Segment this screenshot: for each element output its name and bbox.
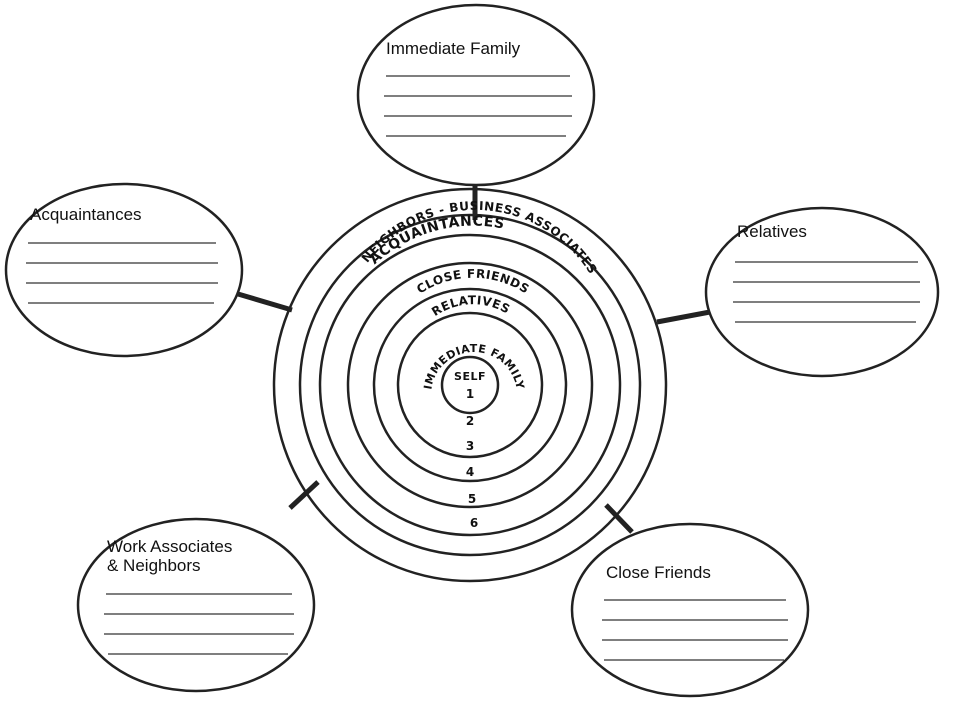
- ring-number-4: 4: [466, 465, 474, 479]
- ring-label-relatives: RELATIVES: [429, 293, 512, 319]
- bubble-close-friends: Close Friends: [570, 522, 810, 698]
- connector-work-associates: [288, 480, 320, 510]
- write-lines: [104, 593, 294, 655]
- ring-1: [440, 355, 500, 415]
- ring-number-3: 3: [466, 439, 474, 453]
- ring-label-neighbors-business: NEIGHBORS - BUSINESS ASSOCIATES: [359, 199, 600, 277]
- bubble-outline: [356, 3, 596, 187]
- bubble-outline: [4, 182, 244, 358]
- ring-3: [372, 287, 568, 483]
- connector-close-friends: [604, 503, 634, 534]
- bubble-acquaintances: Acquaintances: [4, 182, 244, 358]
- bubble-immediate-family: Immediate Family: [356, 3, 596, 187]
- ring-number-5: 5: [468, 492, 476, 506]
- connector-relatives: [656, 309, 711, 325]
- connectors: [237, 182, 711, 534]
- bubble-outline: [570, 522, 810, 698]
- ring-number-1: 1: [466, 387, 474, 401]
- write-lines: [602, 599, 788, 661]
- ring-number-2: 2: [466, 414, 474, 428]
- bubble-title: Relatives: [737, 222, 807, 241]
- bubble-title-line-1: Work Associates: [107, 537, 232, 556]
- bubble-work-associates: Work Associates & Neighbors: [76, 517, 316, 693]
- ring-label-immediate-family: IMMEDIATE FAMILY: [421, 342, 526, 391]
- bubble-outline: [76, 517, 316, 693]
- bubble-title: Close Friends: [606, 563, 711, 582]
- ring-5: [318, 233, 622, 537]
- bubble-outline: [704, 206, 940, 378]
- write-lines: [733, 261, 920, 323]
- ring-label-self: SELF: [454, 370, 486, 383]
- connector-acquaintances: [237, 291, 293, 313]
- ring-numbers: 1 2 3 4 5 6: [466, 387, 478, 530]
- concentric-rings: [272, 187, 668, 583]
- ring-number-6: 6: [470, 516, 478, 530]
- bubble-title-line-2: & Neighbors: [107, 556, 201, 575]
- ring-4: [346, 261, 594, 509]
- ring-2: [396, 311, 544, 459]
- write-lines: [384, 75, 572, 137]
- ring-6-inner: [298, 213, 642, 557]
- write-lines: [26, 242, 218, 304]
- ring-6-outer: [272, 187, 668, 583]
- bubble-title: Immediate Family: [386, 39, 521, 58]
- bubble-relatives: Relatives: [704, 206, 940, 378]
- bubble-title: Acquaintances: [30, 205, 142, 224]
